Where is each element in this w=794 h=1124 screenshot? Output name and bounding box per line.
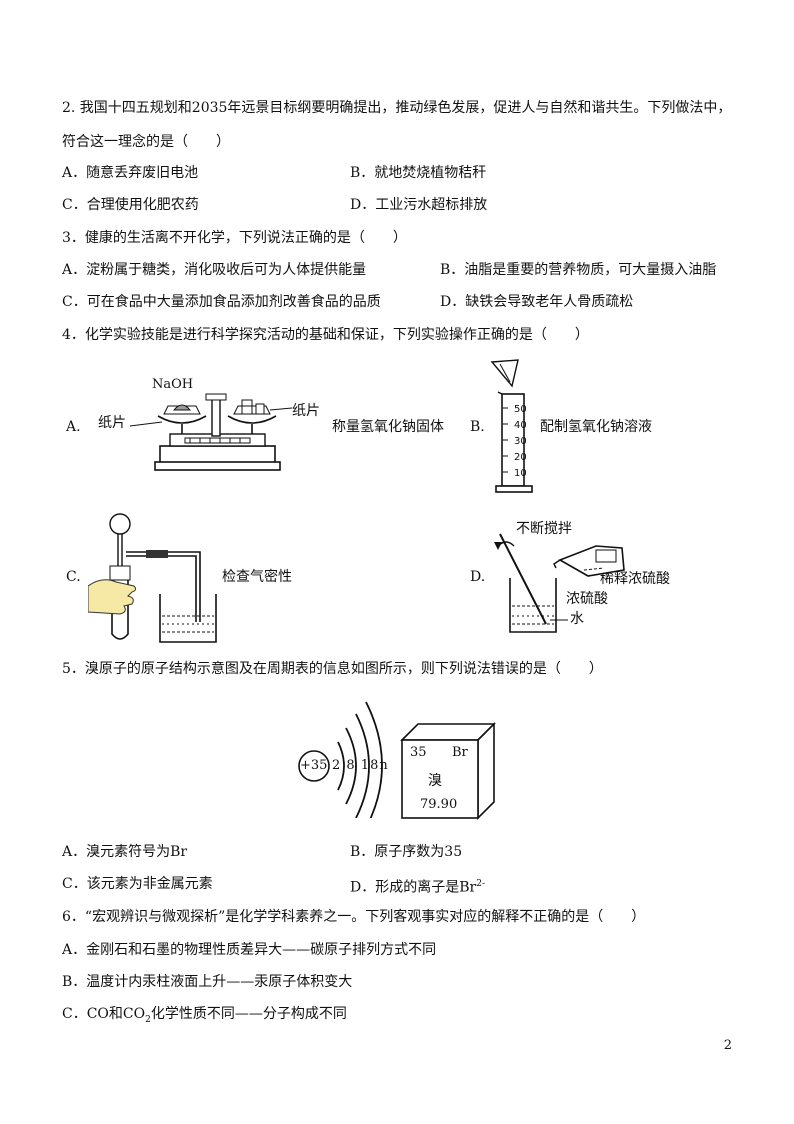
dilution-figure	[494, 533, 625, 633]
q5-option-d-charge: 2-	[476, 879, 485, 889]
cell-symbol: Br	[452, 745, 468, 760]
q5-option-c: C．该元素为非金属元素	[62, 876, 213, 892]
page-number: 2	[723, 1038, 732, 1053]
q4-d-letter: D.	[470, 569, 486, 585]
q4-c-letter: C.	[66, 569, 81, 585]
q5-option-d-text: D．形成的离子是Br	[350, 879, 477, 896]
q4-a-caption: 称量氢氧化钠固体	[332, 419, 444, 435]
q2-option-c: C．合理使用化肥农药	[62, 197, 199, 213]
q3-option-d: D．缺铁会导致老年人骨质疏松	[440, 294, 634, 310]
cylinder-tick-20: 20	[514, 452, 527, 463]
q6-option-c-pre: C．CO和CO	[62, 1006, 146, 1022]
q4-d-caption: 稀释浓硫酸	[600, 571, 670, 587]
q2-option-b: B．就地焚烧植物秸秆	[350, 165, 487, 181]
q3-option-c: C．可在食品中大量添加食品添加剂改善食品的品质	[62, 294, 381, 310]
cell-atomic-mass: 79.90	[420, 797, 458, 812]
cylinder-tick-30: 30	[514, 436, 527, 447]
q6-option-b: B．温度计内汞柱液面上升——汞原子体积变大	[62, 974, 353, 990]
q2-option-a: A．随意丢弃废旧电池	[62, 165, 199, 181]
airtightness-figure	[88, 513, 217, 643]
cylinder-tick-40: 40	[514, 420, 527, 431]
q3-stem: 3．健康的生活离不开化学，下列说法正确的是（ ）	[62, 230, 407, 246]
q4-b-caption: 配制氢氧化钠溶液	[540, 419, 652, 435]
bromine-atom-structure	[298, 701, 383, 818]
cell-element-name: 溴	[428, 773, 442, 789]
cylinder-tick-10: 10	[514, 468, 527, 479]
q2-stem-line2: 符合这一理念的是（ ）	[62, 134, 230, 150]
q4-d-stir-label: 不断搅拌	[516, 521, 572, 537]
balance-figure	[130, 393, 293, 471]
q6-option-c-post: 化学性质不同——分子构成不同	[150, 1006, 347, 1022]
q4-c-caption: 检查气密性	[222, 569, 292, 585]
cell-atomic-number: 35	[410, 745, 427, 760]
q4-a-letter: A.	[66, 419, 81, 435]
q5-option-a: A．溴元素符号为Br	[62, 844, 188, 860]
atom-shell-electrons: 2 8 18n	[332, 758, 389, 773]
cylinder-tick-50: 50	[514, 404, 527, 415]
cylinder-tick-labels: 50 40 30 20 10	[514, 402, 527, 482]
q6-option-c: C．CO和CO2化学性质不同——分子构成不同	[62, 1004, 347, 1030]
q3-option-b: B．油脂是重要的营养物质，可大量摄入油脂	[440, 262, 717, 278]
q5-option-d: D．形成的离子是Br2-	[350, 874, 485, 898]
q4-a-naoh-label: NaOH	[152, 377, 194, 392]
q6-option-a: A．金刚石和石墨的物理性质差异大——碳原子排列方式不同	[62, 942, 437, 958]
q2-option-d: D．工业污水超标排放	[350, 197, 488, 213]
q4-stem: 4．化学实验技能是进行科学探究活动的基础和保证，下列实验操作正确的是（ ）	[62, 327, 589, 343]
q5-stem: 5．溴原子的原子结构示意图及在周期表的信息如图所示，则下列说法错误的是（ ）	[62, 661, 603, 677]
q6-option-c-sub: 2	[145, 1014, 151, 1025]
q2-stem-line1: 2. 我国十四五规划和2035年远景目标纲要明确提出，推动绿色发展，促进人与自然…	[62, 100, 732, 116]
q3-option-a: A．淀粉属于糖类，消化吸收后可为人体提供能量	[62, 262, 367, 278]
q4-d-acid-label: 浓硫酸	[566, 591, 608, 607]
atom-nucleus-charge: +35	[300, 758, 328, 773]
q4-b-letter: B.	[470, 419, 485, 435]
q4-a-paper-right-label: 纸片	[292, 403, 320, 419]
periodic-cell-figure	[400, 722, 496, 820]
graduated-cylinder-figure	[490, 359, 533, 493]
q5-option-b: B．原子序数为35	[350, 844, 463, 860]
q4-d-water-label: 水	[570, 611, 584, 627]
q4-a-paper-left-label: 纸片	[98, 415, 126, 431]
q6-stem: 6．“宏观辨识与微观探析”是化学学科素养之一。下列客观事实对应的解释不正确的是（…	[62, 909, 646, 925]
